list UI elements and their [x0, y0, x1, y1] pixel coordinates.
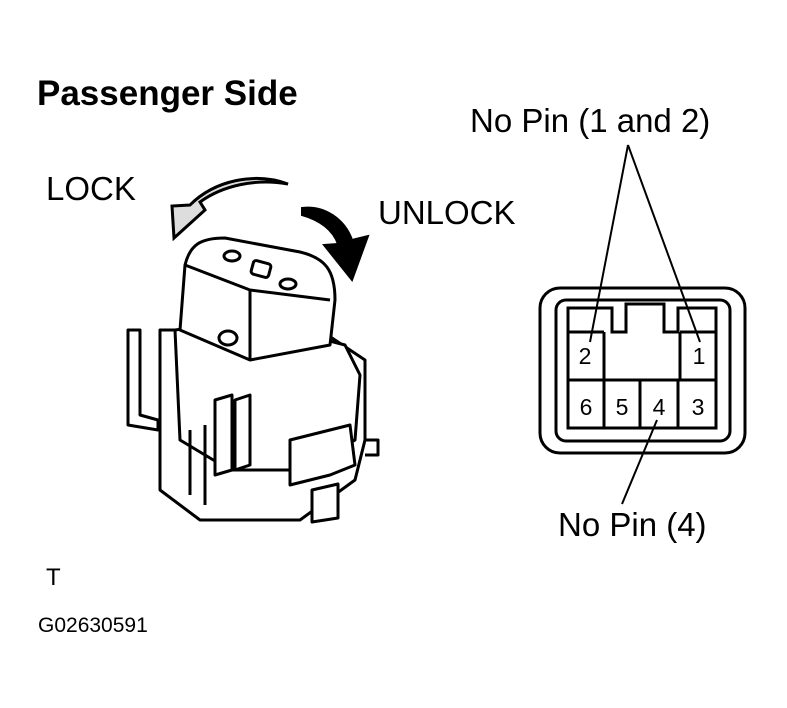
diagram-title: Passenger Side	[37, 74, 298, 113]
lock-label: LOCK	[46, 170, 136, 207]
unlock-direction-arrow	[301, 206, 370, 283]
pin-1-label: 1	[692, 343, 706, 369]
pin-4-label: 4	[652, 394, 666, 420]
leader-lines	[589, 144, 701, 505]
lock-direction-arrow	[170, 177, 289, 242]
pin-6-label: 6	[579, 394, 593, 420]
no-pin-1-2-label: No Pin (1 and 2)	[470, 102, 711, 139]
pin-3-label: 3	[691, 394, 705, 420]
pin-5-label: 5	[615, 394, 629, 420]
figure-code: G02630591	[38, 614, 148, 637]
figure-mark: T	[46, 564, 61, 591]
no-pin-4-label: No Pin (4)	[558, 506, 707, 543]
unlock-label: UNLOCK	[378, 194, 516, 231]
pin-2-label: 2	[578, 343, 592, 369]
connector-face	[538, 286, 747, 455]
window-switch-illustration	[126, 236, 380, 524]
